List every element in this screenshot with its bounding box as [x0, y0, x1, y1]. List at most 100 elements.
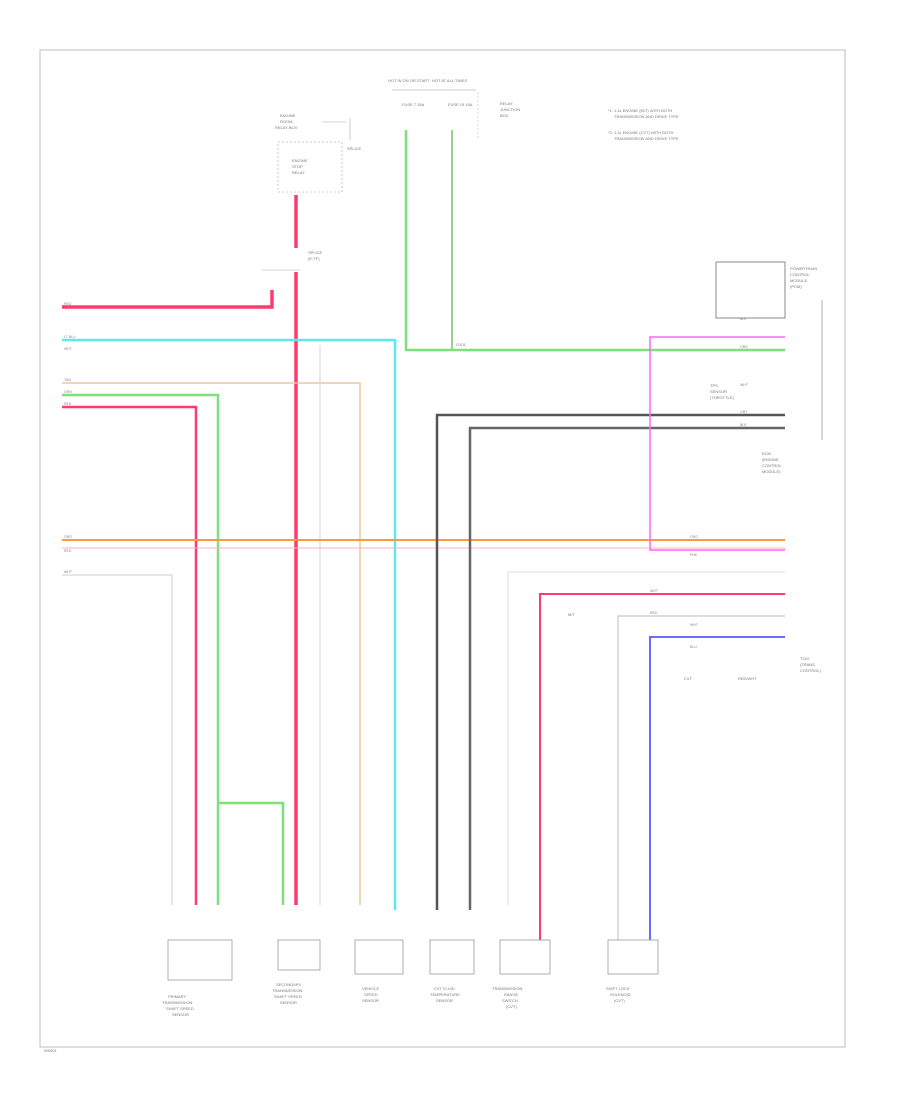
wire-blue: [649, 636, 785, 940]
connector-range-switch: [499, 939, 551, 975]
svg-text:TAN: TAN: [64, 378, 71, 382]
svg-text:SPEED: SPEED: [364, 992, 378, 997]
svg-text:TPS: TPS: [710, 383, 718, 388]
component-label-primary: PRIMARY TRANSMISSION SHAFT SPEED SENSOR: [162, 994, 194, 1017]
svg-text:BLK: BLK: [740, 317, 747, 321]
component-label-shift-lock: SHIFT LOCK SOLENOID (CVT): [606, 986, 631, 1003]
component-label-vss: VEHICLE SPEED SENSOR: [362, 986, 379, 1003]
svg-text:TEMPERATURE: TEMPERATURE: [430, 992, 460, 997]
svg-text:FUSE 19 10A: FUSE 19 10A: [448, 102, 473, 107]
right-sensor-labels: TPS SENSOR (THROTTLE) TCM (TRANS CONTROL…: [710, 383, 822, 673]
svg-text:ORG: ORG: [690, 535, 698, 539]
svg-text:SPLICE: SPLICE: [347, 146, 362, 151]
svg-text:SOLENOID: SOLENOID: [610, 992, 631, 997]
svg-text:CONTROL: CONTROL: [790, 272, 810, 277]
svg-text:ORG: ORG: [64, 535, 72, 539]
splice-point: SPLICE (E-TF): [262, 250, 323, 271]
svg-text:(PCM): (PCM): [790, 284, 802, 289]
svg-text:SENSOR: SENSOR: [172, 1012, 189, 1017]
svg-text:ENGINE: ENGINE: [280, 113, 296, 118]
svg-text:MODULE): MODULE): [762, 469, 781, 474]
svg-text:SENSOR: SENSOR: [436, 998, 453, 1003]
svg-text:SENSOR: SENSOR: [280, 1000, 297, 1005]
wire-red-right: [539, 593, 785, 940]
svg-text:SECONDARY: SECONDARY: [276, 982, 302, 987]
power-labels: HOT IN ON OR START HOT AT ALL TIMES FUSE…: [388, 78, 520, 140]
diagram-notes: *1: 1.4L ENGINE (M/T) WITH BOTH TRANSMIS…: [608, 108, 679, 141]
diagram-frame: [39, 49, 846, 1048]
wire-dark-gray-2: [468, 426, 785, 910]
engine-stop-relay-box: ENGINE ROOM RELAY BOX ENGINE STOP RELAY …: [275, 113, 362, 193]
left-wire-labels: RED LT BLU WHT TAN GRN RED ORG RED WHT: [64, 302, 76, 574]
svg-text:POWERTRAIN: POWERTRAIN: [790, 266, 817, 271]
svg-text:STOP: STOP: [292, 164, 303, 169]
svg-text:TRANSMISSION: TRANSMISSION: [162, 1000, 193, 1005]
svg-text:ENGINE: ENGINE: [292, 158, 308, 163]
svg-text:FUSE 7 15A: FUSE 7 15A: [402, 102, 425, 107]
connector-primary-sensor: [167, 939, 233, 981]
connector-vss: [354, 939, 404, 975]
svg-text:PNK: PNK: [690, 553, 698, 557]
svg-text:ROOM: ROOM: [280, 119, 292, 124]
svg-text:SHIFT LOCK: SHIFT LOCK: [606, 986, 630, 991]
svg-text:TRANSMISSION: TRANSMISSION: [272, 988, 303, 993]
svg-text:(THROTTLE): (THROTTLE): [710, 395, 734, 400]
svg-text:G101: G101: [456, 342, 467, 347]
svg-text:SPLICE: SPLICE: [308, 250, 323, 255]
svg-text:RED: RED: [64, 549, 72, 553]
svg-text:CONTROL): CONTROL): [800, 668, 822, 673]
svg-text:SHAFT SPEED: SHAFT SPEED: [166, 1006, 194, 1011]
svg-text:*2: 1.4L ENGINE (CVT) WITH BOT: *2: 1.4L ENGINE (CVT) WITH BOTH: [608, 130, 674, 135]
svg-text:(ENGINE: (ENGINE: [762, 457, 779, 462]
svg-text:CVT: CVT: [684, 676, 693, 681]
wire-pale-gray: [507, 571, 785, 905]
svg-text:BLU: BLU: [690, 645, 697, 649]
svg-text:RELAY: RELAY: [500, 101, 513, 106]
wire-gray-right: [617, 615, 785, 940]
component-label-secondary: SECONDARY TRANSMISSION SHAFT SPEED SENSO…: [272, 982, 303, 1005]
svg-text:SHAFT SPEED: SHAFT SPEED: [274, 994, 302, 999]
ground-label: G101: [456, 342, 467, 347]
svg-text:BLK: BLK: [740, 423, 747, 427]
svg-text:*1: 1.4L ENGINE (M/T) WITH BOT: *1: 1.4L ENGINE (M/T) WITH BOTH: [608, 108, 672, 113]
wire-red-main: [62, 195, 298, 905]
svg-text:GRY: GRY: [740, 410, 748, 414]
component-label-cvt-fluid: CVT FLUID TEMPERATURE SENSOR: [430, 986, 460, 1003]
connector-shift-lock: [607, 939, 659, 975]
svg-text:GRN: GRN: [64, 390, 72, 394]
component-label-range-switch: TRANSMISSION RANGE SWITCH (CVT): [492, 986, 523, 1009]
svg-text:ECM: ECM: [762, 451, 771, 456]
svg-text:WHT: WHT: [740, 383, 749, 387]
svg-text:RED: RED: [650, 611, 658, 615]
svg-text:RED/WHT: RED/WHT: [738, 676, 757, 681]
svg-text:TCM: TCM: [800, 656, 809, 661]
svg-text:MODULE: MODULE: [790, 278, 807, 283]
svg-text:HOT AT ALL TIMES: HOT AT ALL TIMES: [432, 78, 467, 83]
bottom-connectors: [167, 939, 659, 981]
svg-text:SENSOR: SENSOR: [710, 389, 727, 394]
svg-text:CVT FLUID: CVT FLUID: [434, 986, 455, 991]
svg-text:(CVT): (CVT): [506, 1004, 517, 1009]
svg-text:(CVT): (CVT): [614, 998, 625, 1003]
svg-text:TRANSMISSION AND DRIVE TYPE: TRANSMISSION AND DRIVE TYPE: [614, 136, 679, 141]
svg-text:TRANSMISSION: TRANSMISSION: [492, 986, 523, 991]
svg-text:VEHICLE: VEHICLE: [362, 986, 379, 991]
svg-text:RELAY: RELAY: [292, 170, 305, 175]
svg-text:BOX: BOX: [500, 113, 509, 118]
connector-secondary-sensor: [277, 939, 321, 971]
wire-green: [62, 393, 220, 905]
svg-text:PRIMARY: PRIMARY: [168, 994, 186, 999]
svg-text:SENSOR: SENSOR: [362, 998, 379, 1003]
svg-text:LT BLU: LT BLU: [64, 335, 76, 339]
svg-text:JUNCTION: JUNCTION: [500, 107, 520, 112]
connector-cvt-fluid: [429, 939, 475, 975]
wire-cyan: [62, 338, 397, 910]
wire-light-gray: [62, 574, 173, 905]
svg-text:TRANSMISSION AND DRIVE TYPE: TRANSMISSION AND DRIVE TYPE: [614, 114, 679, 119]
pcm-block: POWERTRAIN CONTROL MODULE (PCM) ECM (ENG…: [715, 261, 823, 474]
wire-green-fuse: [404, 130, 785, 352]
svg-text:RED: RED: [64, 402, 72, 406]
svg-text:HOT IN ON OR START: HOT IN ON OR START: [388, 78, 430, 83]
wire-red-second: [62, 405, 198, 905]
wire-magenta: [649, 336, 785, 551]
